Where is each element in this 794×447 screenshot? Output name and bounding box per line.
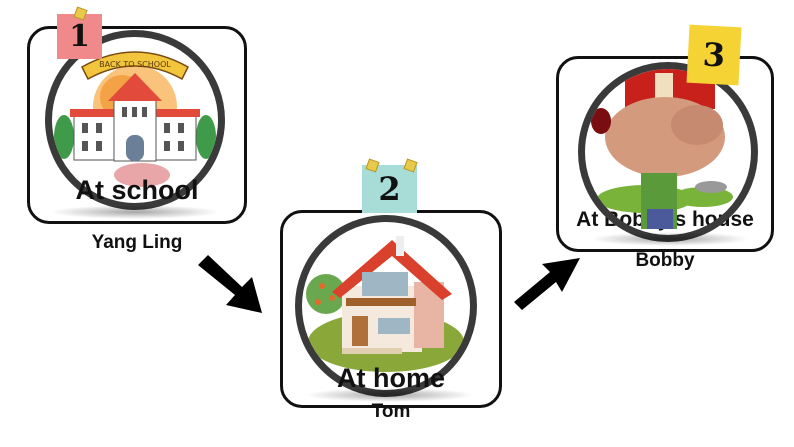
mouse-character-illustration	[591, 69, 733, 229]
school-illustration-frame: BACK TO SCHOOL	[45, 30, 225, 210]
step-person-label-3: Bobby	[635, 250, 695, 271]
step-person-label-2: Tom	[371, 401, 411, 422]
home-illustration-frame	[295, 215, 477, 397]
step-place-label-2: At home	[337, 363, 445, 393]
step-person-label-1: Yang Ling	[91, 232, 183, 253]
school-illustration: BACK TO SCHOOL	[54, 51, 216, 187]
step-number-note-1: 1	[57, 14, 102, 59]
home-shadow	[305, 388, 475, 402]
bobby-illustration-frame	[578, 62, 758, 242]
bobby-shadow	[590, 232, 750, 246]
house-illustration	[306, 236, 464, 372]
step-number-note-2: 2	[362, 165, 417, 213]
step-place-label-1: At school	[75, 175, 199, 205]
arrow-down-right	[198, 255, 262, 313]
banner-text: BACK TO SCHOOL	[99, 60, 171, 69]
step-number-note-3: 3	[686, 24, 742, 86]
arrow-up-right	[514, 258, 580, 310]
school-shadow	[50, 205, 220, 219]
